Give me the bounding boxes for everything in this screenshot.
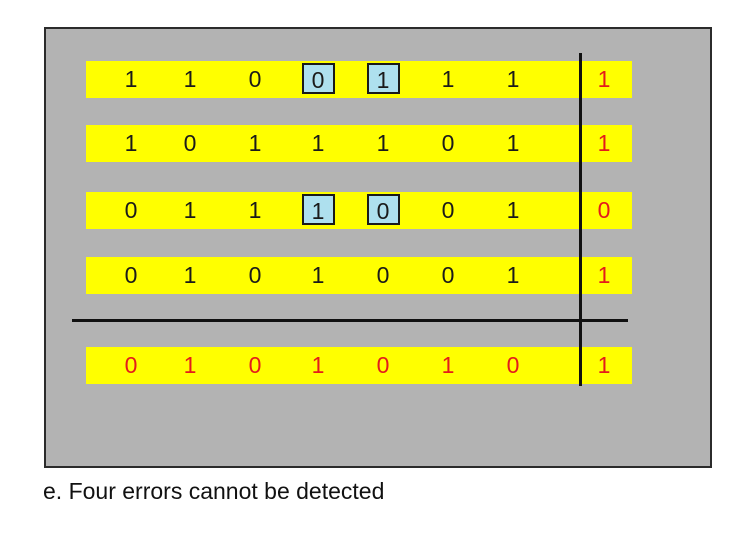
bit-cell: 0 xyxy=(441,262,455,288)
bit-cell: 0 xyxy=(183,130,197,156)
flipped-bit-cell: 0 xyxy=(366,194,400,225)
bit-cell: 1 xyxy=(124,66,138,92)
parity-bit-cell: 0 xyxy=(124,352,138,378)
row-parity-bit: 1 xyxy=(597,262,611,288)
bit-cell: 1 xyxy=(506,262,520,288)
bit-cell: 1 xyxy=(183,262,197,288)
data-row-4: 0 1 0 1 0 0 1 1 xyxy=(86,257,632,294)
row-highlight-bar xyxy=(86,61,632,98)
bit-cell: 0 xyxy=(441,197,455,223)
bit-cell: 1 xyxy=(441,66,455,92)
bit-cell: 1 xyxy=(248,130,262,156)
bit-cell: 0 xyxy=(376,262,390,288)
row-highlight-bar xyxy=(86,347,632,384)
parity-bit-cell: 1 xyxy=(441,352,455,378)
bit-cell: 1 xyxy=(506,130,520,156)
bit-cell: 1 xyxy=(183,66,197,92)
bit-cell: 0 xyxy=(248,66,262,92)
bit-cell: 1 xyxy=(311,262,325,288)
bit-cell: 0 xyxy=(248,262,262,288)
parity-bit-cell: 0 xyxy=(248,352,262,378)
figure-caption: e. Four errors cannot be detected xyxy=(43,478,385,504)
parity-column-divider xyxy=(579,53,582,386)
bit-cell: 1 xyxy=(248,197,262,223)
diagram-panel xyxy=(44,27,712,468)
bit-cell: 1 xyxy=(183,197,197,223)
column-parity-row: 0 1 0 1 0 1 0 1 xyxy=(86,347,632,384)
row-highlight-bar xyxy=(86,257,632,294)
flipped-bit-cell: 1 xyxy=(301,194,335,225)
parity-bit-cell: 1 xyxy=(183,352,197,378)
bit-cell: 1 xyxy=(311,130,325,156)
row-parity-bit: 1 xyxy=(597,66,611,92)
bit-cell: 1 xyxy=(124,130,138,156)
bit-cell: 0 xyxy=(441,130,455,156)
bit-cell: 0 xyxy=(124,197,138,223)
parity-row-divider xyxy=(72,319,628,322)
row-highlight-bar xyxy=(86,125,632,162)
row-parity-bit: 0 xyxy=(597,197,611,223)
bit-cell: 1 xyxy=(376,130,390,156)
row-parity-bit: 1 xyxy=(597,352,611,378)
row-highlight-bar xyxy=(86,192,632,229)
row-parity-bit: 1 xyxy=(597,130,611,156)
parity-bit-cell: 0 xyxy=(376,352,390,378)
data-row-2: 1 0 1 1 1 0 1 1 xyxy=(86,125,632,162)
parity-bit-cell: 0 xyxy=(506,352,520,378)
bit-cell: 0 xyxy=(124,262,138,288)
flipped-bit-cell: 1 xyxy=(366,63,400,94)
bit-cell: 1 xyxy=(506,197,520,223)
parity-bit-cell: 1 xyxy=(311,352,325,378)
flipped-bit-cell: 0 xyxy=(301,63,335,94)
bit-cell: 1 xyxy=(506,66,520,92)
